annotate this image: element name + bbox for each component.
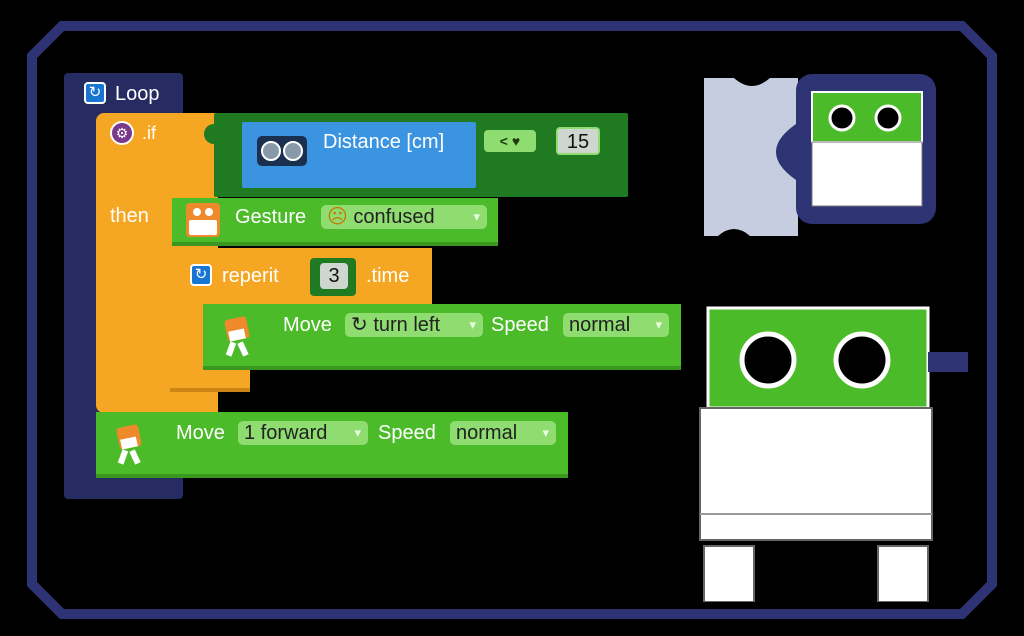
refresh-icon: ↻	[84, 82, 106, 104]
otto-walk-icon	[220, 315, 256, 358]
robot-head-illustration	[704, 74, 936, 236]
gear-icon: ⚙	[110, 121, 134, 145]
repeat-block[interactable]	[170, 248, 432, 304]
speed-label: Speed	[378, 422, 436, 444]
distance-value-input[interactable]: 15	[556, 127, 600, 155]
dropdown-icon: ▾	[354, 425, 361, 440]
dropdown-icon: ▾	[469, 317, 476, 332]
operator-dropdown[interactable]: < ♥	[484, 130, 536, 152]
dropdown-icon: ▾	[655, 317, 662, 332]
direction-dropdown[interactable]: ↻ turn left ▾	[345, 313, 483, 337]
robot-illustration	[699, 306, 968, 602]
repeat-label: reperit	[222, 265, 279, 287]
gesture-value: confused	[353, 206, 435, 228]
direction-dropdown[interactable]: 1 forward ▾	[238, 421, 368, 445]
distance-label: Distance [cm]	[323, 131, 445, 153]
speed-dropdown[interactable]: normal ▾	[450, 421, 556, 445]
then-label: then	[110, 205, 149, 227]
speed-value: normal	[569, 314, 631, 336]
if-label: .if	[142, 123, 157, 143]
speed-label: Speed	[491, 314, 549, 336]
puzzle-connector	[204, 124, 224, 144]
ultrasonic-sensor-icon	[257, 136, 307, 166]
repeat-count-input[interactable]: 3	[320, 263, 348, 289]
direction-value: turn left	[373, 314, 441, 336]
gesture-dropdown[interactable]: ☹ confused ▾	[321, 205, 487, 229]
move-forward-label: Move	[176, 422, 225, 444]
speed-value: normal	[456, 422, 518, 444]
loop-label: Loop	[115, 83, 160, 105]
dropdown-icon: ▾	[473, 209, 480, 224]
otto-face-icon	[186, 203, 220, 237]
move-turn-label: Move	[283, 314, 332, 336]
confused-face-icon: ☹	[327, 206, 348, 228]
direction-value: 1 forward	[244, 422, 328, 444]
speed-dropdown[interactable]: normal ▾	[563, 313, 669, 337]
otto-walk-icon	[112, 423, 148, 466]
gesture-label: Gesture	[235, 206, 307, 228]
repeat-suffix: .time	[366, 265, 410, 287]
turn-left-icon: ↻	[351, 314, 368, 336]
refresh-icon: ↻	[190, 264, 212, 286]
dropdown-icon: ▾	[542, 425, 549, 440]
